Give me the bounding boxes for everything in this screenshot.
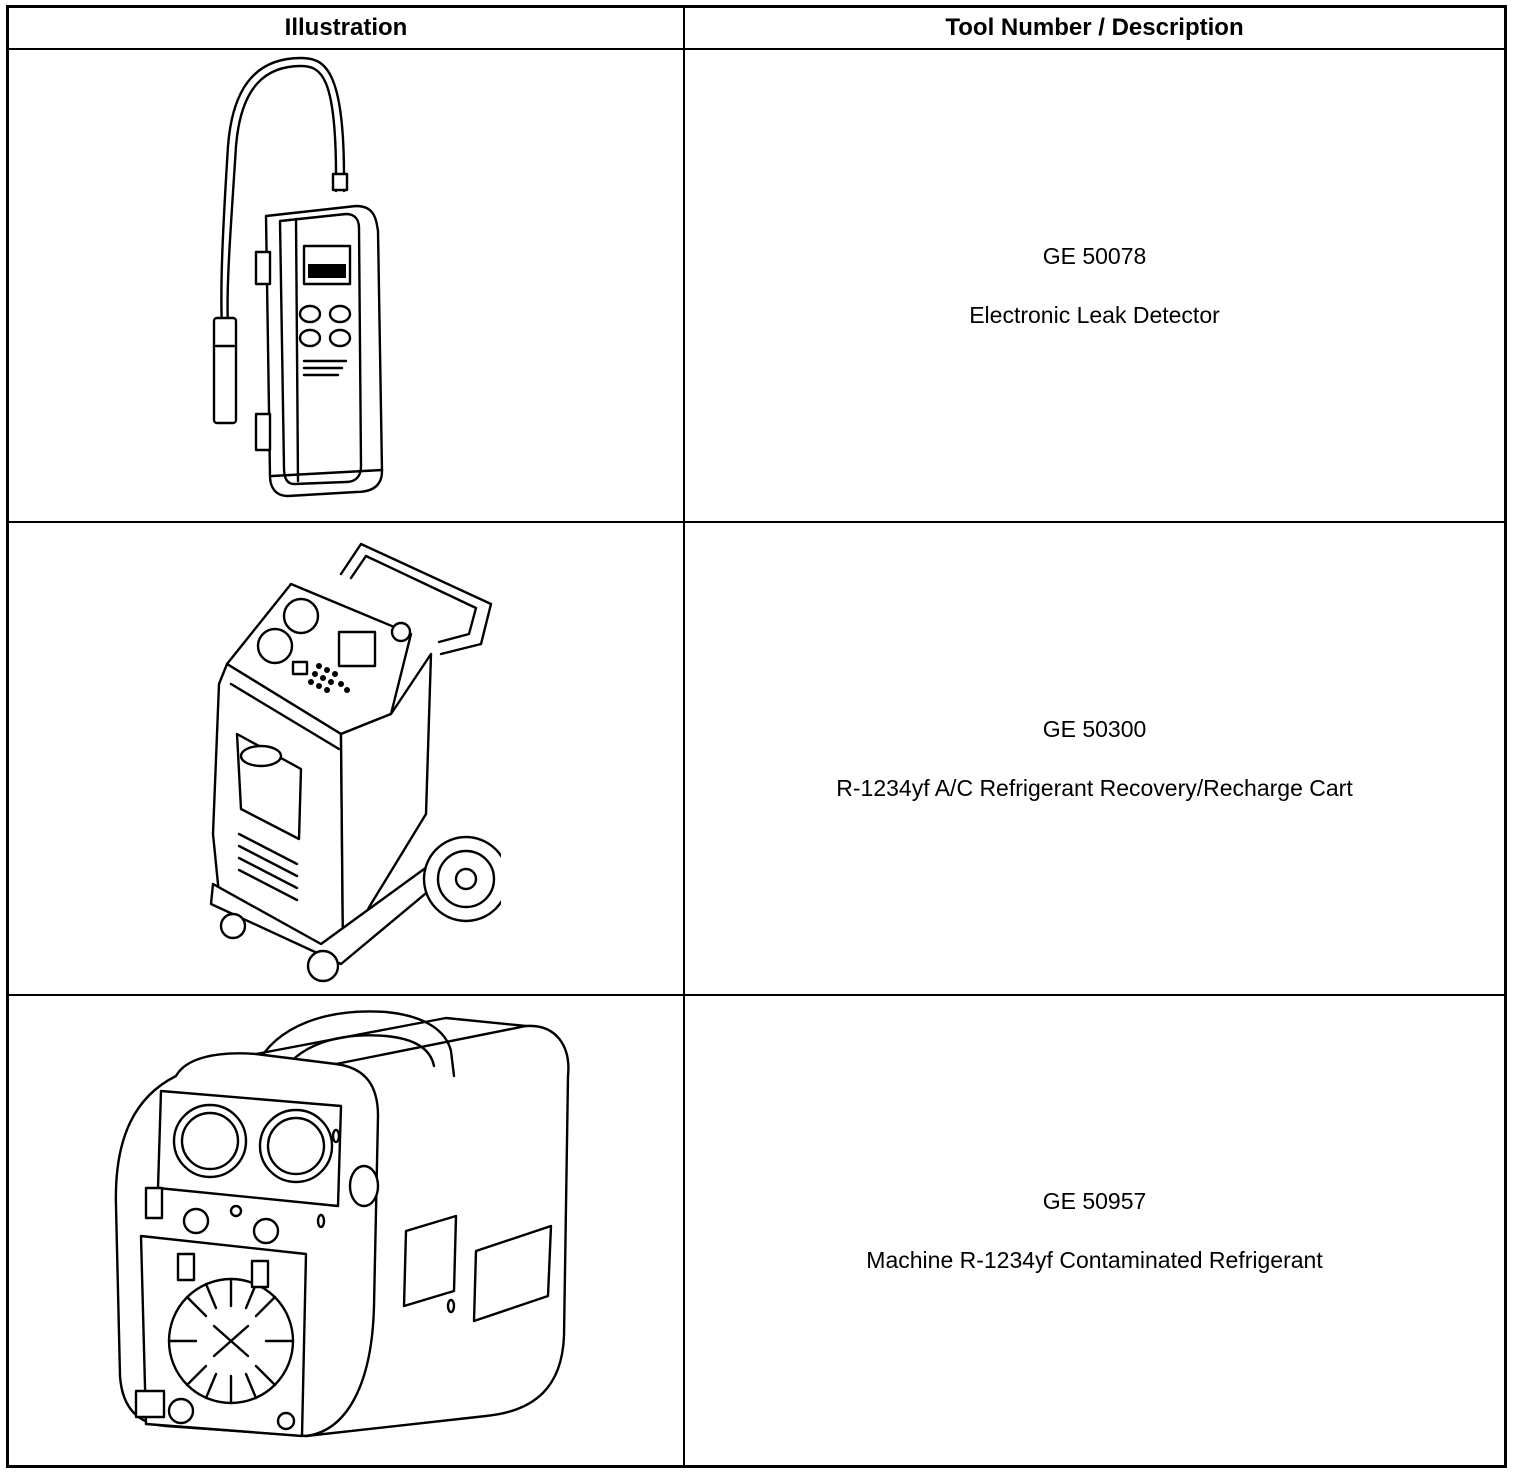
header-tool-description: Tool Number / Description	[685, 8, 1504, 50]
illustration-cell-2	[9, 523, 685, 996]
leak-detector-icon	[212, 56, 384, 497]
description-cell-1: GE 50078 Electronic Leak Detector	[685, 50, 1504, 523]
description-cell-3: GE 50957 Machine R-1234yf Contaminated R…	[685, 996, 1504, 1465]
tool-description: R-1234yf A/C Refrigerant Recovery/Rechar…	[836, 774, 1353, 801]
illustration-cell-1	[9, 50, 685, 523]
description-cell-2: GE 50300 R-1234yf A/C Refrigerant Recove…	[685, 523, 1504, 996]
header-illustration: Illustration	[9, 8, 685, 50]
tool-number: GE 50957	[1042, 1187, 1147, 1214]
tool-number: GE 50300	[1042, 715, 1147, 742]
illustration-cell-3	[9, 996, 685, 1465]
recovery-machine-icon	[114, 1009, 570, 1437]
tool-number: GE 50078	[1042, 242, 1147, 269]
tools-table: Illustration Tool Number / Description	[6, 5, 1507, 1468]
tool-description: Electronic Leak Detector	[969, 301, 1220, 328]
tool-description: Machine R-1234yf Contaminated Refrigeran…	[866, 1246, 1323, 1273]
recovery-cart-icon	[209, 542, 501, 982]
